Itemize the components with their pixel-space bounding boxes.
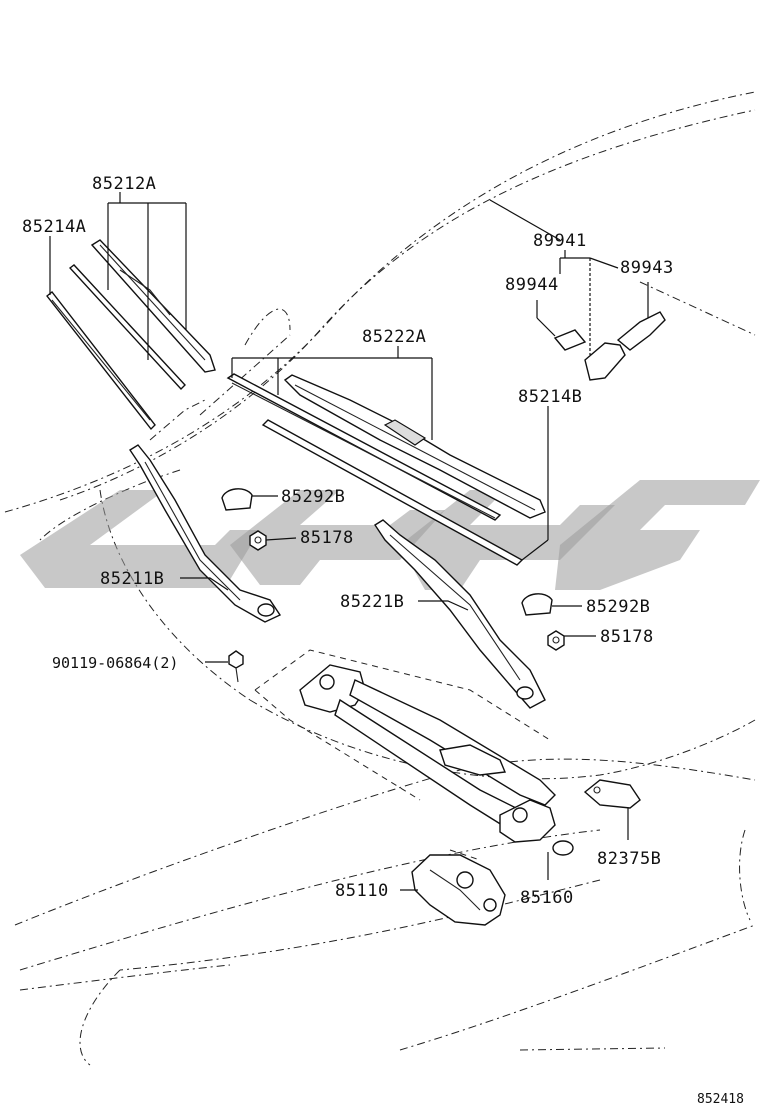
label-89943: 89943 <box>620 258 674 278</box>
label-85292B-lower: 85292B <box>586 597 650 617</box>
nozzle-part-89941 <box>584 342 626 381</box>
connector-part <box>583 779 641 809</box>
cap-part-1 <box>221 488 253 511</box>
nut-part-1 <box>249 530 267 551</box>
wiper-blade-left <box>46 239 216 431</box>
wiper-linkage <box>254 649 556 861</box>
cap-part-2 <box>521 593 553 616</box>
sticker-part-89944 <box>553 329 587 351</box>
label-85110: 85110 <box>335 881 389 901</box>
label-85178-upper: 85178 <box>300 528 354 548</box>
bracket-part-89943 <box>616 311 666 351</box>
label-85178-lower: 85178 <box>600 627 654 647</box>
figure-number: 852418 <box>697 1092 744 1107</box>
label-85221B: 85221B <box>340 592 404 612</box>
seal-part <box>552 840 574 856</box>
wiper-arm-left <box>129 444 282 623</box>
label-85214B: 85214B <box>518 387 582 407</box>
label-85212A: 85212A <box>92 174 156 194</box>
wiper-motor <box>411 854 506 926</box>
label-85160: 85160 <box>520 888 574 908</box>
vehicle-body-outline <box>4 91 756 1066</box>
label-85211B: 85211B <box>100 569 164 589</box>
label-85292B-upper: 85292B <box>281 487 345 507</box>
label-90119-06864: 90119-06864(2) <box>52 654 178 672</box>
label-85222A: 85222A <box>362 327 426 347</box>
label-89941: 89941 <box>533 231 587 251</box>
bolt-part <box>228 650 244 683</box>
part-labels: 85212A 85214A 89941 89944 89943 85222A 8… <box>22 174 744 1107</box>
label-89944: 89944 <box>505 275 559 295</box>
leader-lines <box>49 192 649 891</box>
label-82375B: 82375B <box>597 849 661 869</box>
wiper-arm-right <box>374 519 546 709</box>
label-85214A: 85214A <box>22 217 86 237</box>
nut-part-2 <box>547 630 565 651</box>
